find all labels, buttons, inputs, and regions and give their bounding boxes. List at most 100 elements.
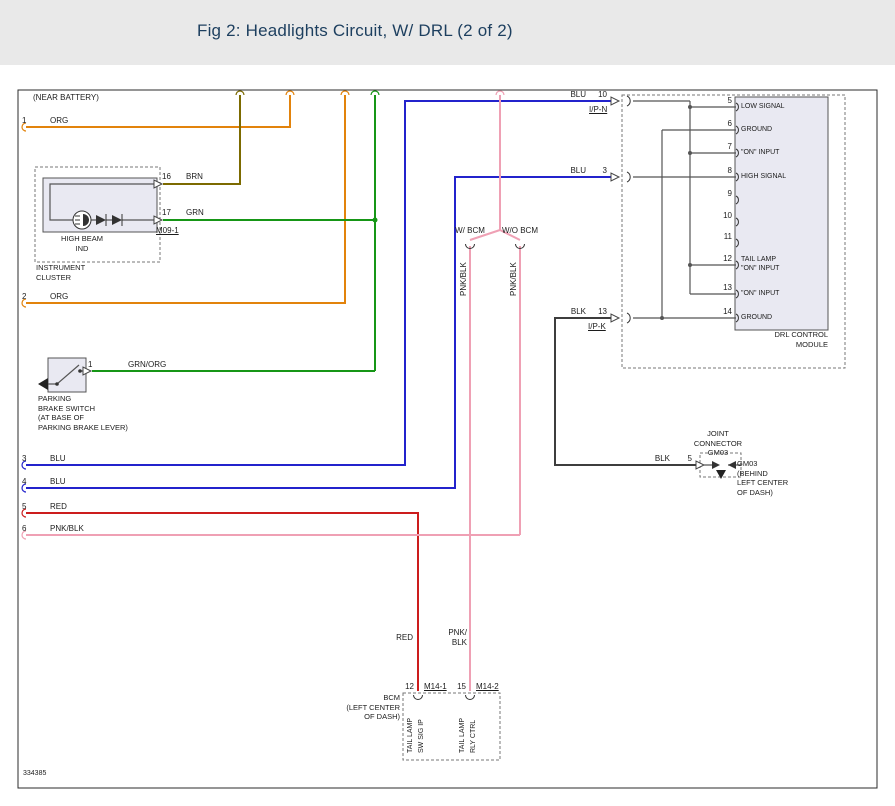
- org-wire-1: [26, 95, 291, 128]
- brn-wire: [163, 95, 241, 185]
- drl-internal-wiring: [633, 100, 736, 320]
- drl-pin-13: 13: [723, 283, 732, 292]
- ip-connector-symbols: [610, 95, 631, 324]
- bcm-pin-12: 12: [405, 682, 414, 691]
- bcm-signal-sw-sig-ip: SW SIG IP: [418, 719, 425, 753]
- ground-arrow-icon: [38, 378, 48, 390]
- drl-pin-11: 11: [723, 232, 732, 241]
- joint-pin-5: 5: [687, 454, 692, 463]
- pin-number-1: 1: [22, 116, 27, 125]
- pin-number-5: 5: [22, 502, 27, 511]
- connector-name-m14-1: M14-1: [424, 682, 447, 691]
- harness-wires: [26, 95, 696, 691]
- drl-label-tail-lamp-on-input: "ON" INPUT: [741, 265, 780, 272]
- red-wire: [26, 512, 419, 691]
- wire-label-red-bottom: RED: [396, 633, 413, 642]
- drl-pin-6: 6: [727, 119, 732, 128]
- drl-pin-5: 5: [727, 96, 732, 105]
- diode-icon: [96, 215, 106, 225]
- drl-pin-8: 8: [727, 166, 732, 175]
- drl-label-on-input-2: "ON" INPUT: [741, 290, 780, 297]
- wire-label-org-2: ORG: [50, 292, 69, 301]
- pin-number-3: 3: [22, 454, 27, 463]
- wire-label-blu-high: BLU: [570, 166, 586, 175]
- ip-pin-3: 3: [602, 166, 607, 175]
- bcm-name-label: BCM (LEFT CENTER OF DASH): [346, 693, 400, 721]
- connector-name-m09-1: M09-1: [156, 226, 179, 235]
- pin-number-6: 6: [22, 524, 27, 533]
- bcm-signal-tail-lamp-sw: TAIL LAMP: [407, 717, 414, 753]
- without-bcm-label: W/O BCM: [502, 226, 538, 235]
- cluster-internal-wiring: [49, 179, 164, 230]
- blu-wire-high: [26, 176, 611, 489]
- pin-number-2: 2: [22, 292, 27, 301]
- drl-pin-10: 10: [723, 211, 732, 220]
- joint-connector-symbols: [695, 460, 741, 479]
- wire-label-blk: BLK: [570, 307, 586, 316]
- title-bar: [0, 0, 895, 65]
- wire-label-grnorg: GRN/ORG: [128, 360, 167, 369]
- wire-label-blu-low: BLU: [570, 90, 586, 99]
- connector-name-m14-2: M14-2: [476, 682, 499, 691]
- bcm-pin-15: 15: [457, 682, 466, 691]
- wire-label-pnkblk-left: PNK/BLK: [459, 262, 468, 296]
- wire-label-blu-4: BLU: [50, 477, 66, 486]
- parking-brake-label: PARKING BRAKE SWITCH (AT BASE OF PARKING…: [38, 394, 128, 432]
- drl-label-on-input-1: "ON" INPUT: [741, 149, 780, 156]
- wire-label-brn: BRN: [186, 172, 203, 181]
- connector-arrow-icon: [153, 215, 164, 225]
- grn-wires: [92, 95, 376, 372]
- page-edge-connector-marks: [21, 90, 505, 540]
- wire-label-pnkblk-6: PNK/BLK: [50, 524, 84, 533]
- high-beam-ind-label: HIGH BEAM IND: [60, 234, 104, 253]
- wire-label-pnkblk-right: PNK/BLK: [509, 262, 518, 296]
- pnk-blk-wires: [26, 95, 521, 691]
- ground-arrow-icon: [716, 470, 726, 479]
- figure-number: 334385: [23, 770, 47, 777]
- instrument-cluster-label: INSTRUMENT CLUSTER: [36, 263, 86, 282]
- wire-label-pnkblk-bottom: PNK/ BLK: [448, 628, 467, 647]
- drl-module-name: DRL CONTROL MODULE: [774, 330, 828, 349]
- figure-title: Fig 2: Headlights Circuit, W/ DRL (2 of …: [197, 21, 513, 40]
- wire-label-red-5: RED: [50, 502, 67, 511]
- with-bcm-label: W/ BCM: [455, 226, 485, 235]
- near-battery-note: (NEAR BATTERY): [33, 93, 99, 102]
- bcm-signal-tail-lamp-rly: TAIL LAMP: [459, 717, 466, 753]
- drl-label-ground-1: GROUND: [741, 126, 773, 133]
- connector-name-ip-n: I/P-N: [589, 105, 608, 114]
- connector-arrow-icon: [153, 179, 164, 189]
- drl-pin-socket-icons: [735, 102, 739, 323]
- pin-number-4: 4: [22, 477, 27, 486]
- drl-label-high-signal: HIGH SIGNAL: [741, 173, 787, 180]
- gm03-ground-label: GM03 (BEHIND LEFT CENTER OF DASH): [737, 459, 789, 497]
- connector-name-ip-k: I/P-K: [588, 322, 606, 331]
- parking-brake-internal: [38, 364, 93, 390]
- grn-junction-dot: [372, 217, 378, 223]
- blu-wire-low: [26, 100, 611, 466]
- drl-pin-7: 7: [727, 142, 732, 151]
- drl-label-low-signal: LOW SIGNAL: [741, 103, 785, 110]
- ip-n-pin-10: 10: [598, 90, 607, 99]
- branch-socket-icons: [413, 243, 525, 700]
- drl-label-ground-2: GROUND: [741, 314, 773, 321]
- drl-pin-9: 9: [727, 189, 732, 198]
- diode-icon: [112, 215, 122, 225]
- bcm-signal-rly-ctrl: RLY CTRL: [470, 719, 477, 753]
- joint-connector-label: JOINT CONNECTOR GM03: [693, 429, 743, 457]
- diagram-border: [17, 89, 878, 789]
- wire-label-blk-gm03: BLK: [654, 454, 670, 463]
- drl-pin-12: 12: [723, 254, 732, 263]
- drl-pin-14: 14: [723, 307, 732, 316]
- parking-brake-pin: 1: [88, 360, 93, 369]
- org-wire-2: [26, 95, 346, 304]
- drl-label-tail-lamp: TAIL LAMP: [741, 256, 777, 263]
- wire-label-org-1: ORG: [50, 116, 69, 125]
- blk-wire: [554, 317, 696, 466]
- bcm-box: [402, 692, 501, 761]
- drl-assembly-box: [621, 94, 846, 369]
- ip-k-pin-13: 13: [598, 307, 607, 316]
- cluster-pin-16: 16: [162, 172, 171, 181]
- wire-label-grn: GRN: [186, 208, 204, 217]
